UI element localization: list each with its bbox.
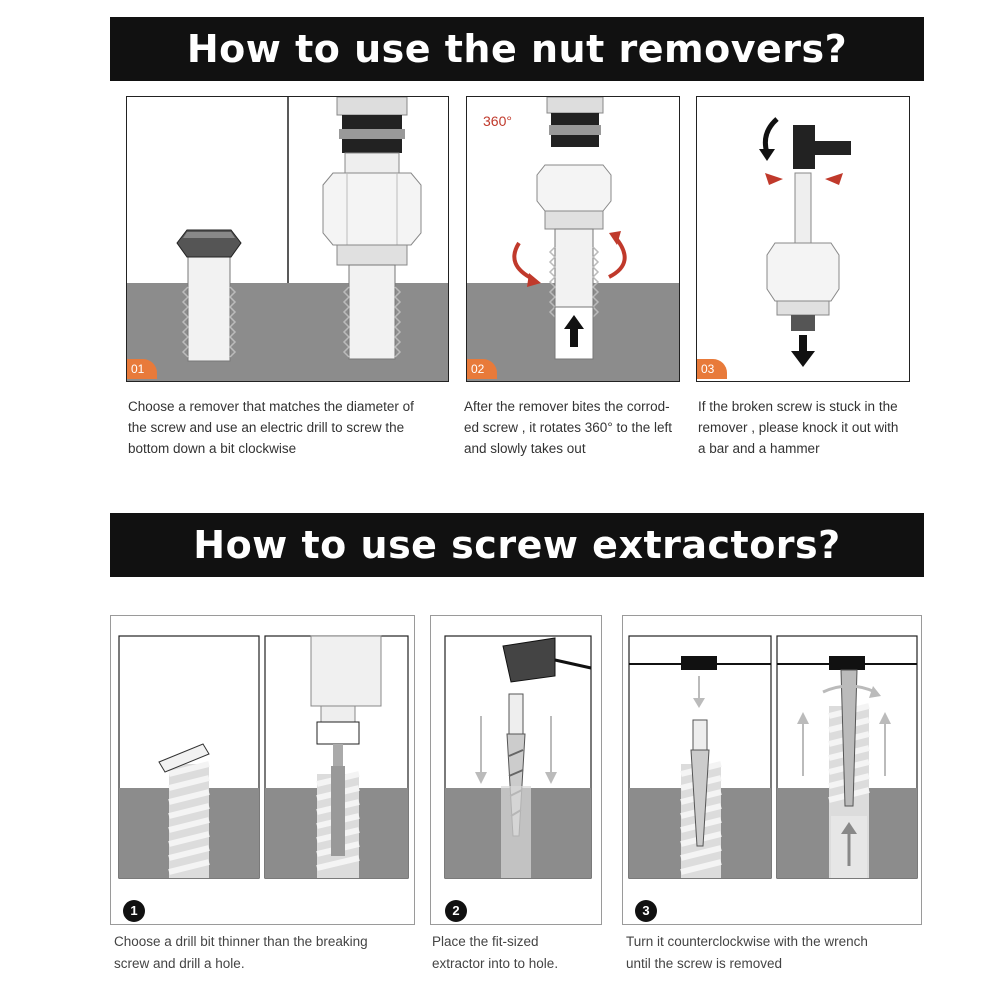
- down-arrow-icon: [791, 335, 815, 367]
- caption-line: remover , please knock it out with: [698, 420, 899, 435]
- caption-line: Choose a drill bit thinner than the brea…: [114, 934, 368, 949]
- hammer-icon: [793, 125, 851, 169]
- extractor-step2-illustration: [444, 635, 592, 879]
- extractor-step1-frame: 1: [110, 615, 415, 925]
- hex-bolt-icon: [176, 229, 242, 362]
- caption-line: the screw and use an electric drill to s…: [128, 420, 405, 435]
- rotate-arrow-icon: [512, 231, 627, 287]
- nut-step1-illustration: [127, 97, 448, 381]
- nut-step2-caption: After the remover bites the corrod- ed s…: [464, 396, 694, 459]
- screw-extractors-title: How to use screw extractors?: [110, 513, 924, 577]
- extractor-step1-illustration: [118, 635, 409, 879]
- caption-line: bottom down a bit clockwise: [128, 441, 297, 456]
- extractor-step2-caption: Place the fit-sized extractor into to ho…: [432, 931, 612, 975]
- step-number-2: 2: [445, 900, 467, 922]
- step-badge-01: 01: [127, 359, 157, 379]
- extractor-step3-caption: Turn it counterclockwise with the wrench…: [626, 931, 926, 975]
- extractor-step2-frame: 2: [430, 615, 602, 925]
- broken-screw-icon: [158, 743, 210, 878]
- nut-step2-panel: 360° 02: [466, 96, 680, 382]
- up-arrow-icon: [564, 315, 584, 347]
- caption-line: screw and drill a hole.: [114, 956, 245, 971]
- nut-step2-illustration: [467, 97, 679, 381]
- nut-step3-panel: 03: [696, 96, 910, 382]
- extractor-step3-illustration: [628, 635, 918, 879]
- step-badge-02: 02: [467, 359, 497, 379]
- caption-line: extractor into to hole.: [432, 956, 559, 971]
- nut-removers-title: How to use the nut removers?: [110, 17, 924, 81]
- wrench-icon: [502, 637, 592, 683]
- caption-line: Choose a remover that matches the diamet…: [128, 399, 414, 414]
- caption-line: a bar and a hammer: [698, 441, 820, 456]
- nut-step3-illustration: [759, 117, 851, 367]
- caption-line: Place the fit-sized: [432, 934, 539, 949]
- drill-chuck-icon: [322, 97, 422, 360]
- drill-bit-icon: [310, 635, 382, 878]
- nut-step1-caption: Choose a remover that matches the diamet…: [128, 396, 458, 459]
- step-number-3: 3: [635, 900, 657, 922]
- caption-line: If the broken screw is stuck in the: [698, 399, 898, 414]
- caption-line: After the remover bites the corrod-: [464, 399, 670, 414]
- rotation-degree-label: 360°: [483, 113, 512, 129]
- nut-step3-caption: If the broken screw is stuck in the remo…: [698, 396, 928, 459]
- step-number-1: 1: [123, 900, 145, 922]
- step-badge-03: 03: [697, 359, 727, 379]
- nut-step1-panel: 01: [126, 96, 449, 382]
- caption-line: Turn it counterclockwise with the wrench: [626, 934, 868, 949]
- caption-line: and slowly takes out: [464, 441, 586, 456]
- extractor-step3-frame: 3: [622, 615, 922, 925]
- caption-line: ed screw , it rotates 360° to the left: [464, 420, 673, 435]
- extractor-step1-caption: Choose a drill bit thinner than the brea…: [114, 931, 424, 975]
- caption-line: until the screw is removed: [626, 956, 783, 971]
